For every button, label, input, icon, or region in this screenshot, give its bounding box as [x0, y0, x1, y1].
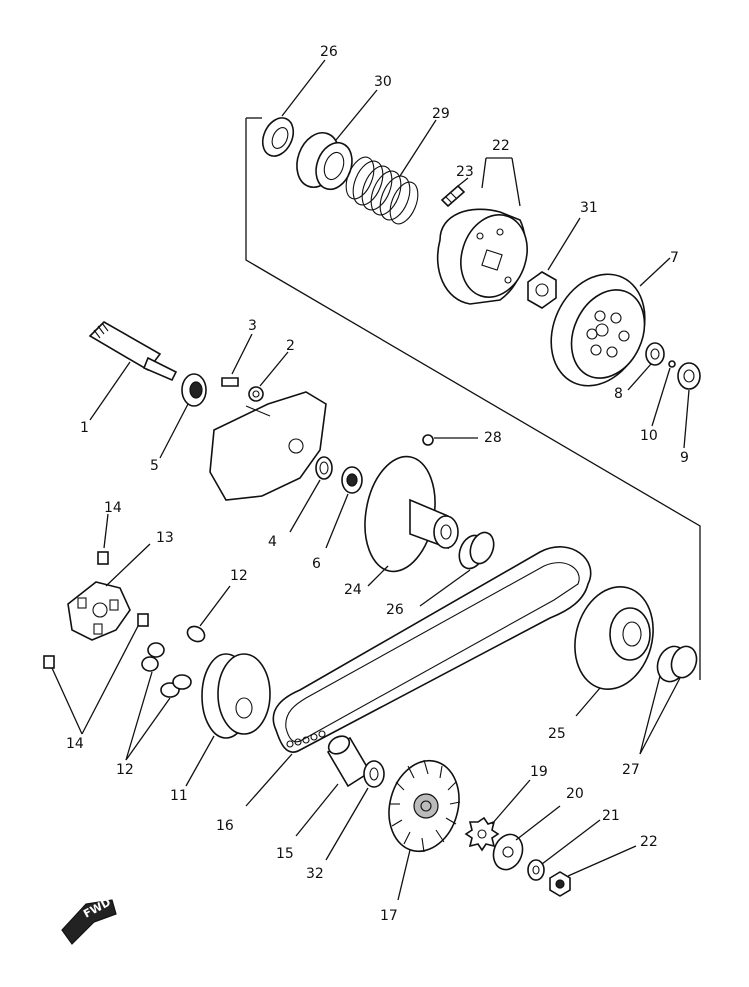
part-31-nut — [527, 217, 581, 309]
callout-15: 15 — [276, 846, 294, 862]
part-23-pin — [440, 177, 469, 208]
callout-8: 8 — [614, 386, 623, 402]
callout-13: 13 — [156, 530, 174, 546]
kick-plate — [209, 391, 327, 501]
callout-30: 30 — [374, 74, 392, 90]
callout-2: 2 — [286, 338, 295, 354]
callout-11: 11 — [170, 788, 188, 804]
part-17-fan — [388, 759, 461, 901]
part-10-ball — [651, 360, 676, 427]
callout-17: 17 — [380, 908, 398, 924]
callout-21: 21 — [602, 808, 620, 824]
part-14-sliders — [43, 513, 149, 735]
part-1-shaft — [88, 321, 178, 421]
callout-19: 19 — [530, 764, 548, 780]
fan-blades — [390, 759, 461, 853]
clutch-group-frame — [245, 117, 701, 680]
callout-labels: 26 30 29 22 23 31 7 3 2 1 5 8 10 9 28 14… — [66, 44, 689, 924]
part-21-washer — [527, 819, 601, 881]
part-5-bearing — [159, 373, 207, 459]
callout-14-top: 14 — [104, 500, 122, 516]
part-9-bearing — [677, 362, 701, 449]
part-3-bolt — [221, 333, 253, 387]
part-6-bearing — [325, 466, 363, 549]
callout-22-top: 22 — [492, 138, 510, 154]
callout-4: 4 — [268, 534, 277, 550]
callout-32: 32 — [306, 866, 324, 882]
callout-27: 27 — [622, 762, 640, 778]
part-7-clutch-housing — [550, 257, 671, 387]
callout-1: 1 — [80, 420, 89, 436]
callout-29: 29 — [432, 106, 450, 122]
part-19-star-washer — [464, 779, 531, 852]
callout-24: 24 — [344, 582, 362, 598]
part-11-movable-sheave — [185, 653, 271, 787]
callout-28: 28 — [484, 430, 502, 446]
part-32-washer — [325, 760, 385, 861]
callout-7: 7 — [670, 250, 679, 266]
part-15-spacer — [295, 735, 372, 837]
callout-6: 6 — [312, 556, 321, 572]
callout-10: 10 — [640, 428, 658, 444]
part-16-v-belt — [245, 546, 592, 807]
callout-31: 31 — [580, 200, 598, 216]
callout-3: 3 — [248, 318, 257, 334]
callout-14-bottom: 14 — [66, 736, 84, 752]
callout-12-top: 12 — [230, 568, 248, 584]
part-26-lower-collar — [419, 531, 495, 607]
part-30-collar — [296, 89, 378, 191]
part-28-dowel — [422, 434, 478, 446]
part-24-primary-sheave — [364, 455, 459, 587]
callout-23: 23 — [456, 164, 474, 180]
part-8-collar-small — [627, 342, 665, 391]
callout-25: 25 — [548, 726, 566, 742]
callout-22-bottom: 22 — [640, 834, 658, 850]
callout-26-top: 26 — [320, 44, 338, 60]
callout-16: 16 — [216, 818, 234, 834]
part-22-clutch-carrier — [436, 157, 528, 305]
part-13-cam-plate — [67, 543, 151, 641]
callout-26-bottom: 26 — [386, 602, 404, 618]
part-4-washer — [289, 456, 333, 533]
part-12-weights — [125, 585, 231, 761]
forward-direction-arrow: FWD — [61, 896, 117, 945]
belt-teeth — [286, 730, 326, 748]
part-25-secondary-sheave — [574, 586, 654, 717]
part-2-washer — [248, 351, 289, 402]
part-20-drive-plate — [492, 805, 561, 871]
part-29-spring — [345, 119, 437, 225]
part-27-collar — [639, 645, 698, 755]
part-22-nut — [549, 845, 637, 897]
callout-9: 9 — [680, 450, 689, 466]
callout-12-bottom: 12 — [116, 762, 134, 778]
callout-5: 5 — [150, 458, 159, 474]
callout-20: 20 — [566, 786, 584, 802]
part-26-upper-washer — [261, 59, 326, 157]
